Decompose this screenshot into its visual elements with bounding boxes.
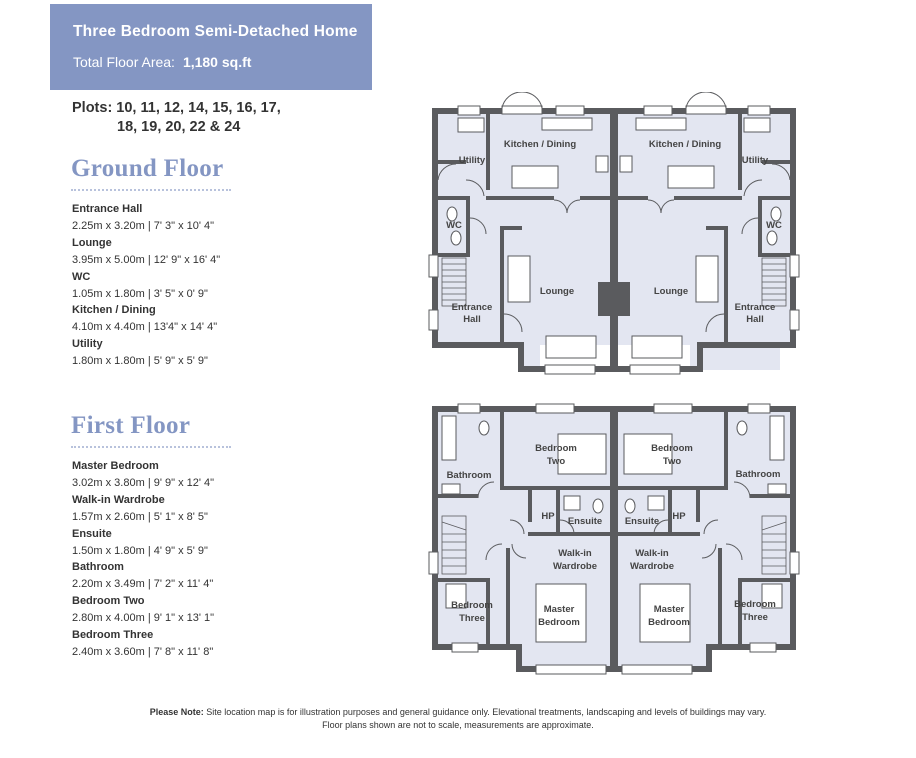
room-dims: 1.50m x 1.80m | 4' 9" x 5' 9" <box>72 544 208 557</box>
room-dims: 2.20m x 3.49m | 7' 2" x 11' 4" <box>72 578 214 591</box>
label-bathroom-right: Bathroom <box>736 469 781 480</box>
label-kitchen-right: Kitchen / Dining <box>649 139 722 150</box>
ground-floor-windows <box>428 105 800 375</box>
staircases <box>441 257 787 307</box>
label-walkin-right-1: Walk-in <box>635 548 669 559</box>
label-master-right-2: Bedroom <box>648 617 690 628</box>
house-type-title: Three Bedroom Semi-Detached Home <box>73 23 358 40</box>
room-name: Walk-in Wardrobe <box>72 493 165 506</box>
room-dims: 1.57m x 2.60m | 5' 1" x 8' 5" <box>72 510 208 523</box>
label-wc-left: WC <box>446 220 462 231</box>
label-bedroom-three-right-1: Bedroom <box>734 599 776 610</box>
label-ensuite-right: Ensuite <box>625 516 659 527</box>
room-dims: 4.10m x 4.40m | 13'4" x 14' 4" <box>72 321 218 334</box>
ground-floor-room-list: Entrance Hall 2.25m x 3.20m | 7' 3" x 10… <box>72 201 220 370</box>
ground-floor-plan: Utility Kitchen / Dining WC Lounge Entra… <box>428 92 800 375</box>
label-bedroom-two-left-1: Bedroom <box>535 443 577 454</box>
label-walkin-right-2: Wardrobe <box>630 561 674 572</box>
room-name: Kitchen / Dining <box>72 304 156 317</box>
label-hall-left: Hall <box>463 314 480 325</box>
first-floor-room-list: Master Bedroom 3.02m x 3.80m | 9' 9" x 1… <box>72 458 214 661</box>
first-floor-furniture <box>441 415 787 643</box>
room-dims: 2.80m x 4.00m | 9' 1" x 13' 1" <box>72 612 215 625</box>
label-bedroom-three-right-2: Three <box>742 612 768 623</box>
ground-floor-walls <box>432 108 796 372</box>
door-swings <box>437 163 791 333</box>
first-floor-plan: Bathroom Bedroom Two HP Ensuite Walk-in … <box>428 403 800 675</box>
label-bathroom-left: Bathroom <box>447 470 492 481</box>
first-floor-door-swings <box>477 481 751 561</box>
ground-floor-furniture <box>446 117 782 359</box>
label-walkin-left-2: Wardrobe <box>553 561 597 572</box>
room-name: Utility <box>72 338 103 351</box>
room-dims: 3.02m x 3.80m | 9' 9" x 12' 4" <box>72 476 215 489</box>
label-bedroom-two-left-2: Two <box>547 456 565 467</box>
patio-doors <box>501 92 727 115</box>
room-name: Bathroom <box>72 561 124 574</box>
ground-floor-divider <box>71 189 231 191</box>
room-dims: 2.40m x 3.60m | 7' 8" x 11' 8" <box>72 645 214 658</box>
first-floor-heading: First Floor <box>71 412 191 439</box>
label-bedroom-two-right-2: Two <box>663 456 681 467</box>
first-floor-windows <box>428 403 800 675</box>
label-lounge-right: Lounge <box>654 286 688 297</box>
room-dims: 1.80m x 1.80m | 5' 9" x 5' 9" <box>72 355 208 368</box>
room-name: WC <box>72 270 91 283</box>
label-hp-right: HP <box>672 511 686 522</box>
room-name: Bedroom Three <box>72 629 154 642</box>
disclaimer-note: Please Note: Site location map is for il… <box>0 706 916 732</box>
label-lounge-left: Lounge <box>540 286 574 297</box>
label-kitchen-left: Kitchen / Dining <box>504 139 577 150</box>
room-name: Ensuite <box>72 527 112 540</box>
label-master-right-1: Master <box>654 604 685 615</box>
label-walkin-left-1: Walk-in <box>558 548 592 559</box>
room-dims: 1.05m x 1.80m | 3' 5" x 0' 9" <box>72 287 208 300</box>
label-wc-right: WC <box>766 220 782 231</box>
floor-area-label: Total Floor Area: <box>73 54 175 70</box>
label-bedroom-two-right-1: Bedroom <box>651 443 693 454</box>
plot-numbers: Plots: 10, 11, 12, 14, 15, 16, 17, 18, 1… <box>72 99 281 137</box>
note-label: Please Note: <box>149 707 204 717</box>
label-master-left-2: Bedroom <box>538 617 580 628</box>
room-dims: 2.25m x 3.20m | 7' 3" x 10' 4" <box>72 219 215 232</box>
room-name: Lounge <box>72 236 112 249</box>
label-entrance-right: Entrance <box>735 302 776 313</box>
label-ensuite-left: Ensuite <box>568 516 602 527</box>
total-floor-area: Total Floor Area: 1,180 sq.ft <box>73 54 251 70</box>
room-dims: 3.95m x 5.00m | 12' 9" x 16' 4" <box>72 253 221 266</box>
first-floor-divider <box>71 446 231 448</box>
label-master-left-1: Master <box>544 604 575 615</box>
note-line-2: Floor plans shown are not to scale, meas… <box>322 720 594 730</box>
note-line-1: Site location map is for illustration pu… <box>206 707 767 717</box>
floor-area-value: 1,180 sq.ft <box>182 54 252 70</box>
room-name: Bedroom Two <box>72 595 145 608</box>
first-floor-stairs <box>441 515 787 575</box>
room-name: Entrance Hall <box>72 203 143 215</box>
room-name: Master Bedroom <box>72 460 159 472</box>
label-utility-right: Utility <box>742 155 769 166</box>
label-entrance-left: Entrance <box>452 302 493 313</box>
ground-floor-heading: Ground Floor <box>71 155 224 182</box>
plots-line-2: 18, 19, 20, 22 & 24 <box>117 119 241 135</box>
title-banner: Three Bedroom Semi-Detached Home Total F… <box>50 4 372 90</box>
label-utility-left: Utility <box>459 155 486 166</box>
label-hp-left: HP <box>541 511 555 522</box>
plots-line-1: Plots: 10, 11, 12, 14, 15, 16, 17, <box>72 100 281 116</box>
label-hall-right: Hall <box>746 314 763 325</box>
label-bedroom-three-left-1: Bedroom <box>451 600 493 611</box>
label-bedroom-three-left-2: Three <box>459 613 485 624</box>
